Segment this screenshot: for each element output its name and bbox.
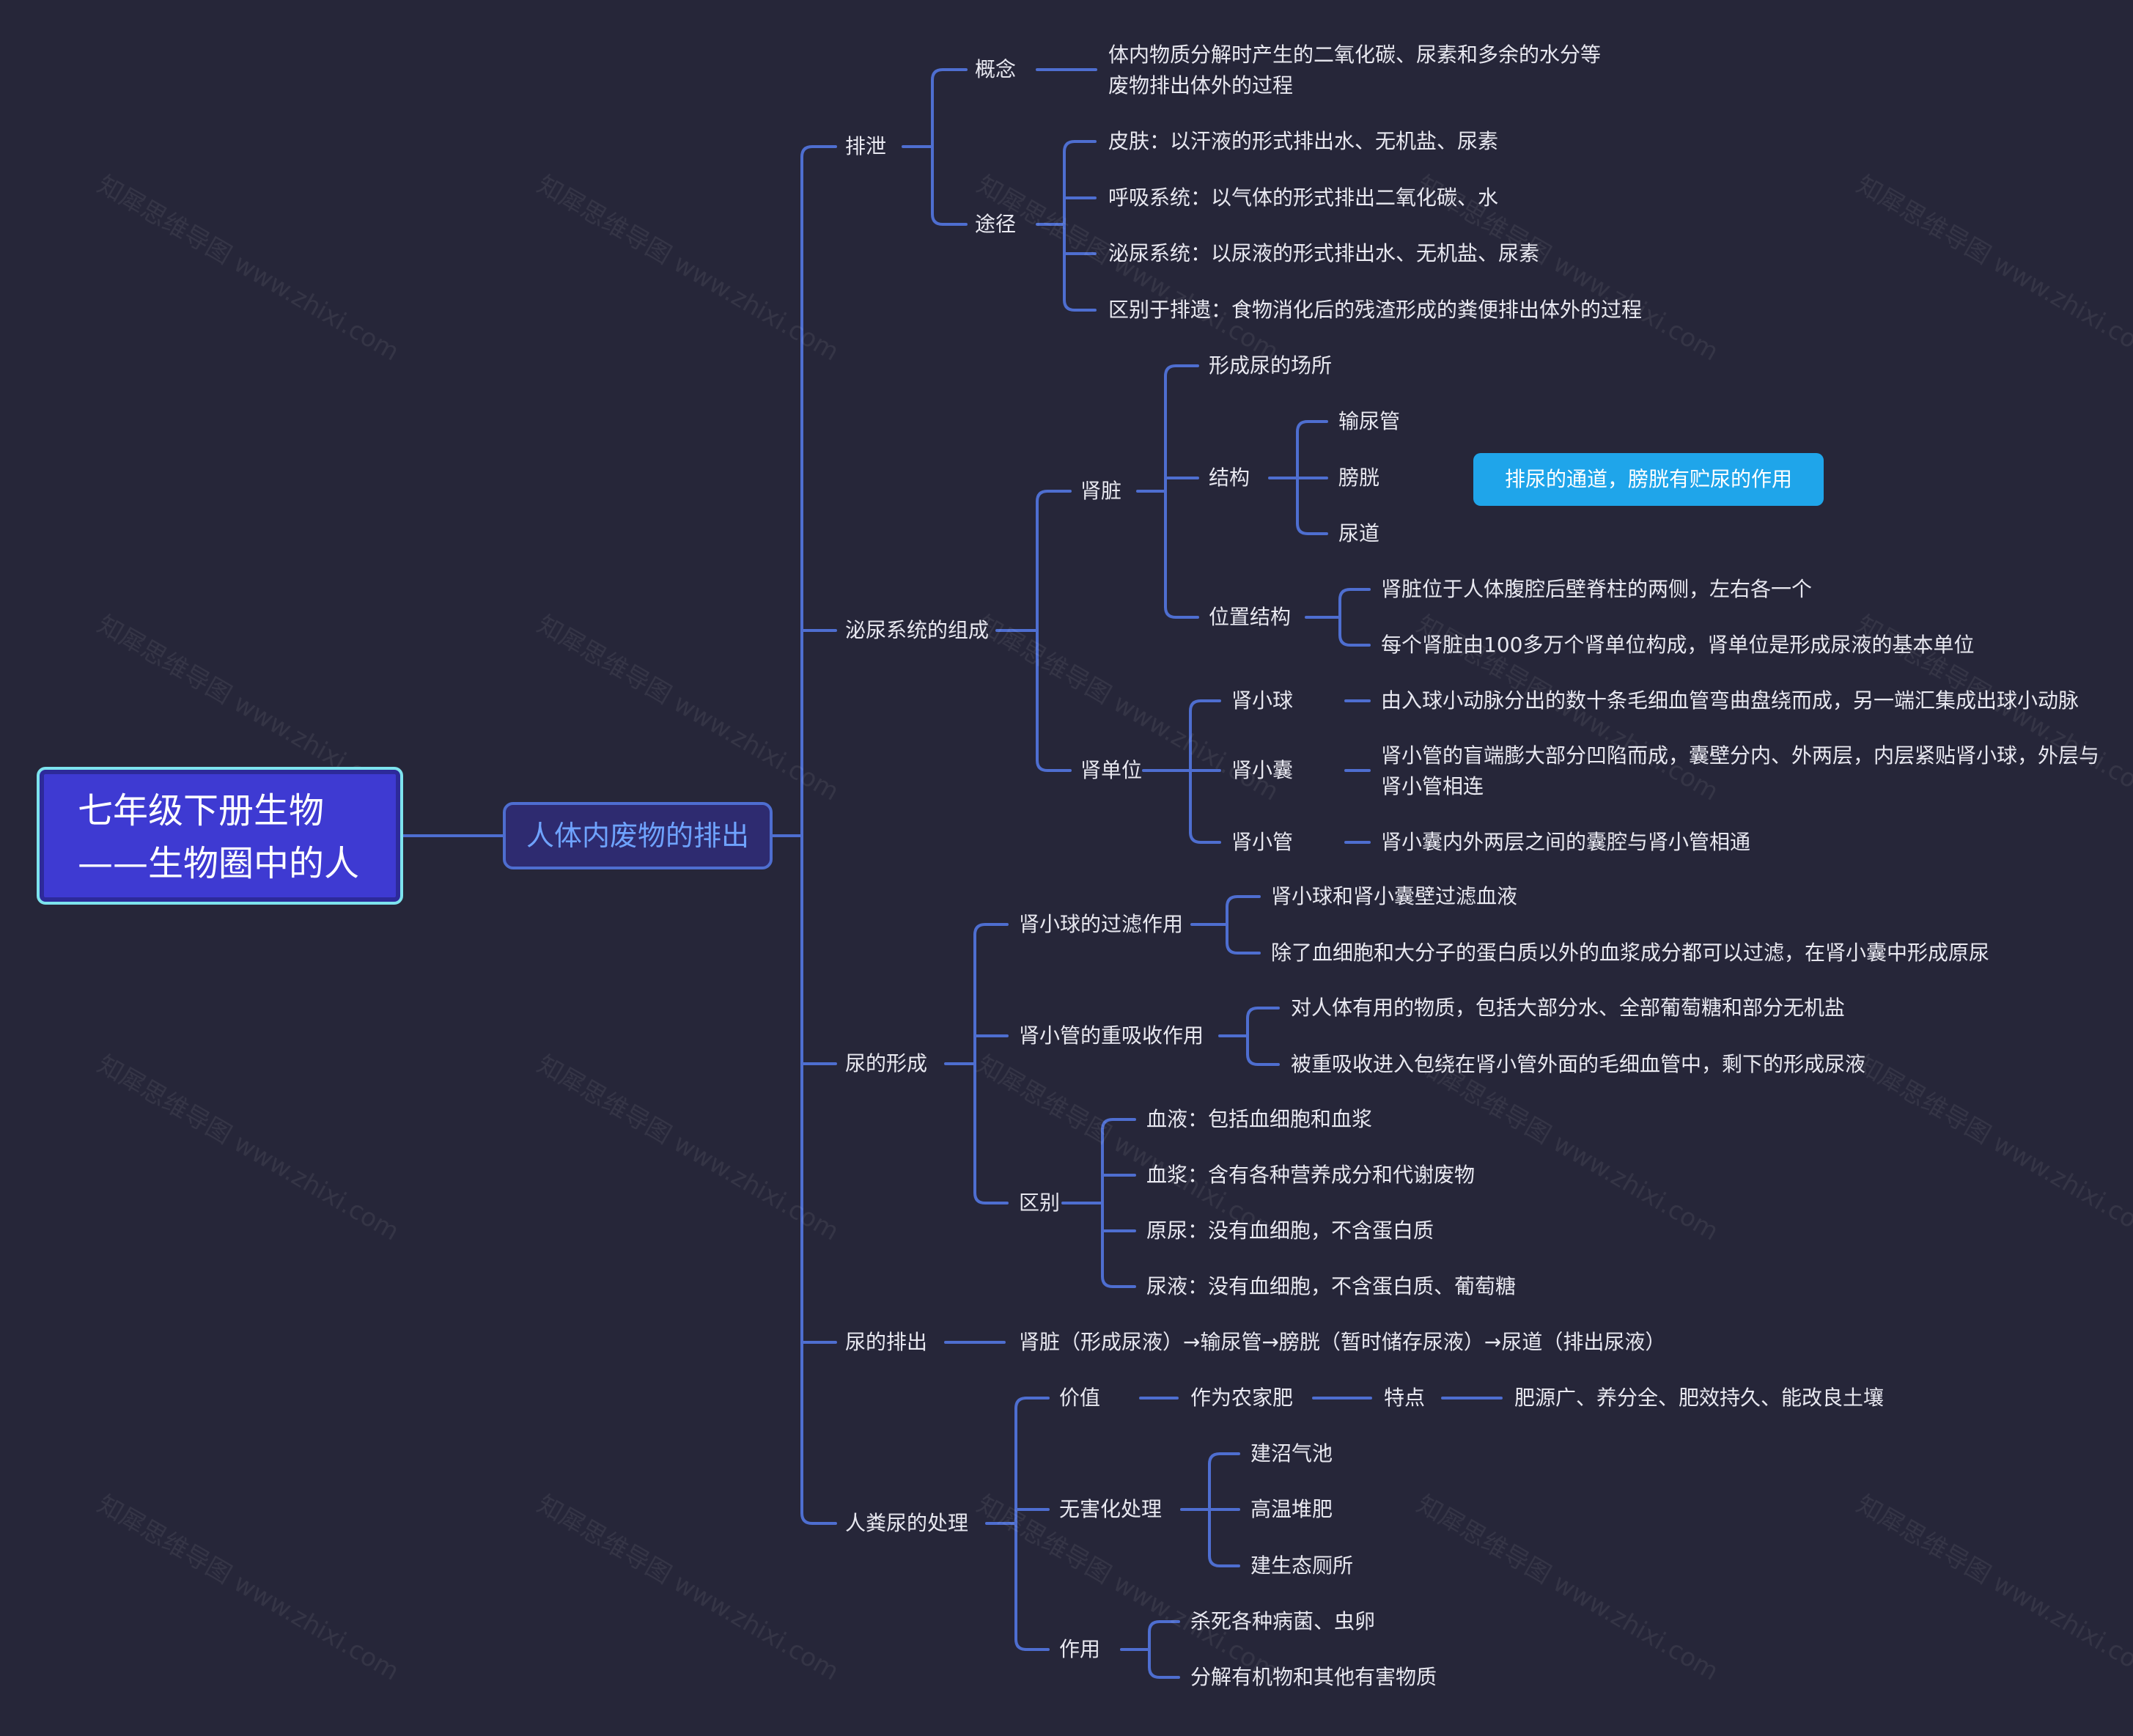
connector-branch [973,1191,1009,1204]
connector-branch [1148,1666,1180,1679]
connector-branch [1036,490,1072,503]
connector-branch [1246,1053,1280,1066]
topic-n3b2[interactable]: 被重吸收进入包绕在肾小管外面的毛细血管中，剩下的形成尿液 [1291,1052,1866,1076]
topic-n2a2[interactable]: 结构 [1209,466,1250,490]
topic-n5c[interactable]: 作用 [1059,1637,1101,1661]
topic-n2b3a[interactable]: 肾小囊内外两层之间的囊腔与肾小管相通 [1381,830,1751,854]
topic-n5a2[interactable]: 特点 [1384,1386,1426,1410]
topic-n3c1[interactable]: 血液：包括血细胞和血浆 [1146,1107,1373,1131]
topic-n1[interactable]: 排泄 [845,134,887,158]
root-title-line2: ——生物圈中的人 [78,843,360,884]
connector-branch [1208,1452,1240,1465]
connector-branch [1101,1275,1136,1288]
connector-branch [1189,831,1221,844]
topic-n2a3b[interactable]: 每个肾脏由100多万个肾单位构成，肾单位是形成尿液的基本单位 [1381,633,1975,657]
topic-n5a3[interactable]: 肥源广、养分全、肥效持久、能改良土壤 [1514,1386,1885,1410]
topic-n2[interactable]: 泌尿系统的组成 [845,618,990,642]
connector-branch [973,923,1009,936]
topic-n5a1[interactable]: 作为农家肥 [1190,1386,1294,1410]
callout-note[interactable]: 排尿的通道，膀胱有贮尿的作用 [1473,453,1824,506]
topic-n3a[interactable]: 肾小球的过滤作用 [1019,912,1184,936]
topic-n2b1[interactable]: 肾小球 [1231,688,1294,713]
connector-branch [1208,1554,1240,1567]
connector-branch [1164,364,1199,378]
topic-n3c3[interactable]: 原尿：没有血细胞，不含蛋白质 [1146,1218,1434,1243]
topic-n4a[interactable]: 肾脏（形成尿液）→输尿管→膀胱（暂时储存尿液）→尿道（排出尿液） [1019,1330,1666,1354]
connector-branch [1101,1118,1136,1131]
connector-branch [1226,941,1261,955]
topic-n2a3[interactable]: 位置结构 [1209,605,1292,629]
connector-branch [931,68,968,81]
topic-n2a2b[interactable]: 膀胱 [1338,466,1380,490]
topic-n2b2[interactable]: 肾小囊 [1231,758,1294,782]
connector-branch [1063,298,1097,312]
connector-branch [1014,1638,1050,1651]
topic-n5b1[interactable]: 建沼气池 [1250,1441,1333,1465]
topic-n3a1[interactable]: 肾小球和肾小囊壁过滤血液 [1271,884,1518,908]
topic-n2b1a[interactable]: 由入球小动脉分出的数十条毛细血管弯曲盘绕而成，另一端汇集成出球小动脉 [1381,688,2079,713]
topic-n3c2[interactable]: 血浆：含有各种营养成分和代谢废物 [1146,1163,1476,1187]
topic-n3c[interactable]: 区别 [1019,1191,1061,1215]
connector-branch [1246,1007,1280,1020]
topic-n3a2[interactable]: 除了血细胞和大分子的蛋白质以外的血浆成分都可以过滤，在肾小囊中形成原尿 [1271,941,1990,965]
topic-n5b[interactable]: 无害化处理 [1059,1497,1163,1521]
root-title-line1: 七年级下册生物 [78,790,325,831]
topic-n2b[interactable]: 肾单位 [1080,758,1143,782]
connector-branch [1189,699,1221,713]
topic-n5a[interactable]: 价值 [1059,1386,1101,1410]
connector-branch [1148,1620,1180,1633]
topic-n4[interactable]: 尿的排出 [845,1330,928,1354]
topic-n1b2[interactable]: 呼吸系统：以气体的形式排出二氧化碳、水 [1108,185,1499,210]
topic-n2a[interactable]: 肾脏 [1080,479,1122,503]
topic-n2a2a[interactable]: 输尿管 [1338,409,1401,433]
topic-n2a3a[interactable]: 肾脏位于人体腹腔后壁脊柱的两侧，左右各一个 [1381,577,1813,601]
connector-branch [800,145,837,158]
topic-n5b3[interactable]: 建生态厕所 [1250,1553,1354,1578]
topic-n1a1[interactable]: 体内物质分解时产生的二氧化碳、尿素和多余的水分等废物排出体外的过程 [1108,43,1602,98]
topic-n3[interactable]: 尿的形成 [845,1051,928,1075]
topic-n1b4[interactable]: 区别于排遗：食物消化后的残渣形成的粪便排出体外的过程 [1108,298,1643,322]
topic-n2b2a[interactable]: 肾小管的盲端膨大部分凹陷而成，囊壁分内、外两层，内层紧贴肾小球，外层与肾小管相连 [1381,743,2100,798]
topic-n5b2[interactable]: 高温堆肥 [1250,1497,1333,1521]
main-topic[interactable]: 人体内废物的排出 [503,802,773,869]
connector-branch [1338,588,1371,601]
topic-n5[interactable]: 人粪尿的处理 [845,1511,969,1535]
topic-n2a2c[interactable]: 尿道 [1338,521,1380,545]
topic-n5c2[interactable]: 分解有机物和其他有害物质 [1190,1665,1437,1689]
root-topic[interactable]: 七年级下册生物 ——生物圈中的人 [37,767,403,905]
topic-n3b1[interactable]: 对人体有用的物质，包括大部分水、全部葡萄糖和部分无机盐 [1291,996,1846,1020]
topic-n2b3[interactable]: 肾小管 [1231,830,1294,854]
connector-branch [1036,759,1072,772]
connector-branch [1014,1397,1050,1410]
topic-n5c1[interactable]: 杀死各种病菌、虫卵 [1190,1609,1376,1633]
topic-n1b[interactable]: 途径 [975,212,1017,236]
topic-n3b[interactable]: 肾小管的重吸收作用 [1019,1023,1204,1048]
connector-branch [1338,633,1371,647]
connector-branch [800,1512,837,1525]
connector-branch [931,213,968,226]
topic-n2a1[interactable]: 形成尿的场所 [1209,353,1333,378]
connector-branch [1296,420,1328,433]
topic-n1a[interactable]: 概念 [975,57,1017,81]
connector-branch [1164,606,1199,619]
topic-n1b3[interactable]: 泌尿系统：以尿液的形式排出水、无机盐、尿素 [1108,241,1540,265]
topic-n3c4[interactable]: 尿液：没有血细胞，不含蛋白质、葡萄糖 [1146,1274,1517,1298]
topic-n1b1[interactable]: 皮肤：以汗液的形式排出水、无机盐、尿素 [1108,129,1499,153]
connector-branch [1296,522,1328,535]
connector-branch [1063,140,1097,153]
connector-branch [1226,895,1261,908]
